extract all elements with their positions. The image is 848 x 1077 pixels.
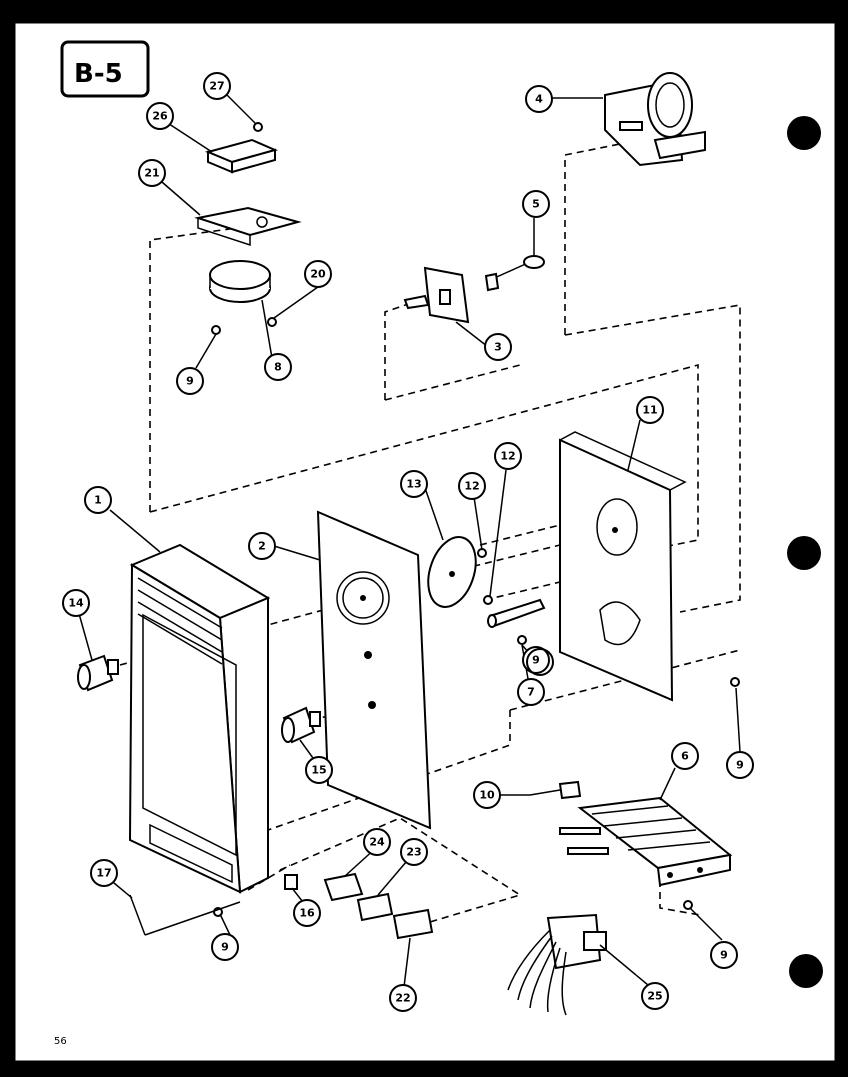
- mounting-plate-21: [194, 206, 302, 247]
- callout-13: 13: [400, 470, 428, 498]
- clip-10: [529, 780, 582, 800]
- svg-text:13: 13: [406, 478, 421, 491]
- svg-text:8: 8: [274, 361, 282, 374]
- svg-text:23: 23: [406, 846, 421, 859]
- knob-14: [77, 654, 119, 692]
- svg-text:10: 10: [479, 789, 495, 802]
- svg-text:17: 17: [96, 867, 111, 880]
- callout-17: 17: [90, 859, 118, 887]
- callout-10: 10: [473, 781, 501, 809]
- connector-23: [356, 892, 394, 922]
- paper-sheet: [12, 20, 838, 1064]
- callout-5: 5: [522, 190, 550, 218]
- page-number: 56: [54, 1036, 67, 1047]
- connector-24: [323, 872, 364, 902]
- svg-text:9: 9: [720, 949, 728, 962]
- switch-cover-28: [204, 138, 278, 174]
- svg-text:6: 6: [681, 750, 689, 763]
- callout-15: 15: [305, 756, 333, 784]
- svg-text:1: 1: [94, 494, 102, 507]
- svg-text:22: 22: [395, 992, 410, 1005]
- callout-9b: 9: [211, 933, 239, 961]
- callout-20: 20: [304, 260, 332, 288]
- svg-text:7: 7: [527, 686, 535, 699]
- section-badge: B-5: [60, 40, 150, 98]
- callout-2: 2: [248, 532, 276, 560]
- callout-1: 1: [84, 486, 112, 514]
- svg-text:14: 14: [68, 597, 84, 610]
- callout-26: 26: [146, 102, 174, 130]
- svg-text:26: 26: [152, 110, 168, 123]
- svg-text:12: 12: [500, 450, 515, 463]
- svg-text:21: 21: [144, 167, 159, 180]
- section-label: B-5: [74, 59, 123, 89]
- relay-board: [559, 796, 733, 887]
- callout-12b: 12: [494, 442, 522, 470]
- spring-clip-16: [284, 874, 298, 890]
- callout-24: 24: [363, 828, 391, 856]
- svg-text:24: 24: [369, 836, 385, 849]
- actuator-lever: [484, 255, 545, 292]
- knob-15: [281, 706, 321, 744]
- svg-text:9: 9: [186, 375, 194, 388]
- callout-8: 8: [264, 353, 292, 381]
- callout-7: 7: [517, 678, 545, 706]
- svg-text:11: 11: [642, 404, 657, 417]
- svg-text:27: 27: [209, 80, 224, 93]
- callout-25: 25: [641, 982, 669, 1010]
- svg-text:4: 4: [535, 93, 543, 106]
- callout-12c: 12: [526, 648, 554, 676]
- callout-22: 22: [389, 984, 417, 1012]
- mounting-bracket: [559, 431, 687, 702]
- binder-hole-middle: [787, 536, 821, 570]
- svg-text:9: 9: [221, 941, 229, 954]
- callout-12a: 12: [458, 472, 486, 500]
- svg-text:9: 9: [532, 654, 540, 667]
- svg-text:5: 5: [532, 198, 540, 211]
- callout-9a: 9: [176, 367, 204, 395]
- callout-23: 23: [400, 838, 428, 866]
- svg-text:16: 16: [299, 907, 315, 920]
- callout-9e: 9: [710, 941, 738, 969]
- callout-27: 27: [203, 72, 231, 100]
- svg-text:3: 3: [494, 341, 502, 354]
- svg-text:20: 20: [310, 268, 326, 281]
- l-rod: [129, 894, 241, 936]
- screws: [211, 122, 740, 917]
- svg-text:9: 9: [736, 759, 744, 772]
- svg-text:2: 2: [258, 540, 266, 553]
- svg-text:12: 12: [464, 480, 479, 493]
- shaft: [487, 598, 546, 628]
- selector-switch: [403, 266, 470, 324]
- svg-text:25: 25: [647, 990, 662, 1003]
- dial-disk: [427, 536, 477, 608]
- timer-motor: [604, 72, 706, 167]
- callout-16: 16: [293, 899, 321, 927]
- binder-hole-bottom: [789, 954, 823, 988]
- binder-hole-top: [787, 116, 821, 150]
- callout-9d: 9: [726, 751, 754, 779]
- callout-4: 4: [525, 85, 553, 113]
- callout-14: 14: [62, 589, 90, 617]
- front-housing: [128, 543, 271, 894]
- svg-text:15: 15: [311, 764, 326, 777]
- control-panel-plate: [316, 510, 432, 830]
- callout-3: 3: [484, 333, 512, 361]
- thermostat-disc: [209, 260, 271, 303]
- connector-22: [392, 908, 434, 940]
- callout-6: 6: [671, 742, 699, 770]
- callout-11: 11: [636, 396, 664, 424]
- callout-21: 21: [138, 159, 166, 187]
